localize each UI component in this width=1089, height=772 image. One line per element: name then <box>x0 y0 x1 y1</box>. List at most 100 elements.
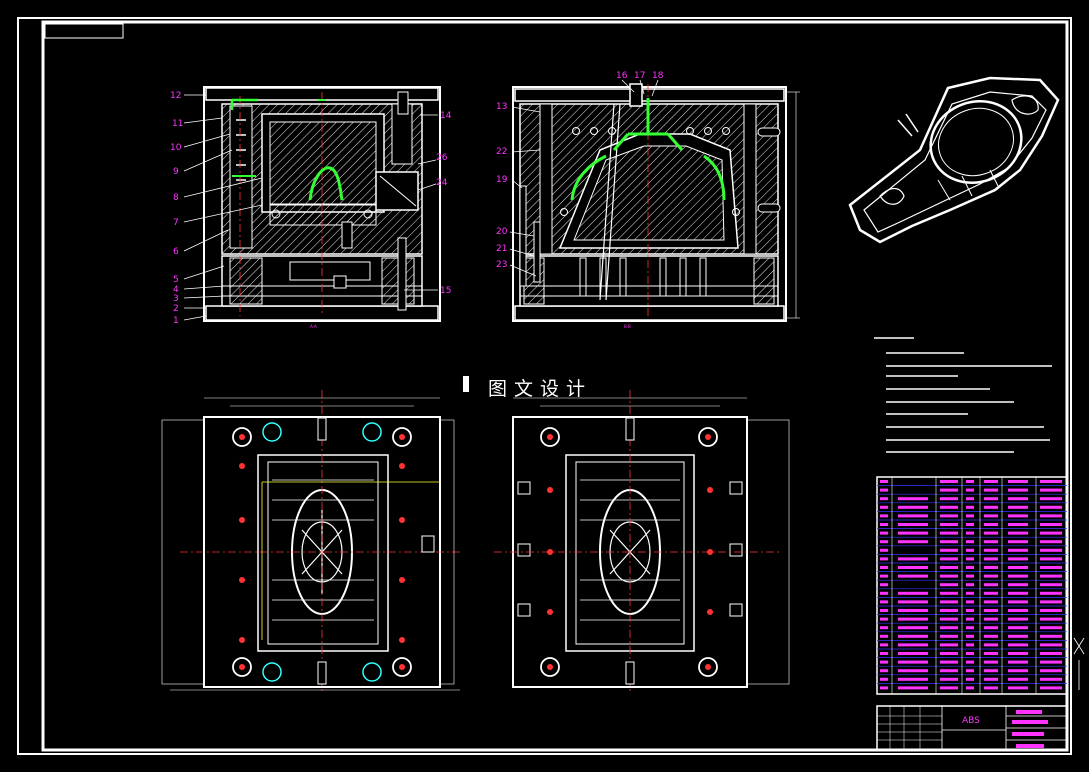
table-cell-glyph <box>898 660 928 664</box>
table-cell-glyph <box>940 480 958 483</box>
table-cell-glyph <box>984 643 998 647</box>
table-cell-glyph <box>966 557 974 561</box>
table-cell-glyph <box>1040 488 1062 492</box>
table-cell-glyph <box>898 600 928 604</box>
table-cell-glyph <box>1040 634 1062 638</box>
table-cell-glyph <box>880 677 888 681</box>
front-view-callouts <box>183 94 438 321</box>
table-cell-glyph <box>898 505 928 509</box>
table-cell-glyph <box>1040 574 1062 578</box>
table-cell-glyph <box>940 523 958 526</box>
table-cell-glyph <box>966 617 974 621</box>
callout-4: 4 <box>173 285 179 295</box>
table-cell-glyph <box>1040 514 1062 518</box>
callout-10: 10 <box>170 143 182 153</box>
table-cell-glyph <box>984 617 998 621</box>
table-cell-glyph <box>940 488 958 492</box>
table-cell-glyph <box>940 583 958 587</box>
plan-view-left <box>161 390 460 692</box>
table-cell-glyph <box>940 514 958 518</box>
table-cell-glyph <box>880 591 888 595</box>
table-cell-glyph <box>940 566 958 569</box>
callout-11: 11 <box>172 119 183 129</box>
table-cell-glyph <box>898 574 928 578</box>
table-cell-glyph <box>1008 686 1028 690</box>
table-cell-glyph <box>1008 677 1028 681</box>
table-cell-glyph <box>984 531 998 535</box>
table-cell-glyph <box>984 557 998 561</box>
table-cell-glyph <box>940 660 958 664</box>
table-cell-glyph <box>1008 514 1028 518</box>
table-cell-glyph <box>966 591 974 595</box>
table-cell-glyph <box>880 583 888 587</box>
table-cell-glyph <box>898 626 928 630</box>
table-cell-glyph <box>880 617 888 621</box>
table-cell-glyph <box>940 548 958 552</box>
table-cell-glyph <box>940 497 958 501</box>
table-cell-glyph <box>898 591 928 595</box>
table-cell-glyph <box>1040 669 1062 673</box>
table-cell-glyph <box>880 557 888 561</box>
table-cell-glyph <box>898 531 928 535</box>
table-cell-glyph <box>1008 626 1028 630</box>
table-cell-glyph <box>940 652 958 655</box>
side-view-callout-labels: 16 17 18 13 22 19 20 21 23 <box>496 71 664 270</box>
table-cell-glyph <box>1040 583 1062 587</box>
watermark-text: 图文设计 <box>488 378 593 400</box>
callout-3: 3 <box>173 294 179 304</box>
table-cell-glyph <box>940 677 958 681</box>
table-cell-glyph <box>984 669 998 673</box>
table-cell-glyph <box>966 634 974 638</box>
table-cell-glyph <box>898 514 928 518</box>
table-cell-glyph <box>940 505 958 509</box>
table-cell-glyph <box>1040 617 1062 621</box>
table-cell-glyph <box>1008 652 1028 655</box>
table-cell-glyph <box>898 557 928 561</box>
table-cell-glyph <box>984 626 998 630</box>
table-cell-glyph <box>966 660 974 664</box>
table-cell-glyph <box>984 600 998 604</box>
callout-12: 12 <box>170 91 181 101</box>
callout-20: 20 <box>496 227 508 237</box>
table-cell-glyph <box>940 609 958 612</box>
table-cell-glyph <box>966 609 974 612</box>
table-cell-glyph <box>966 548 974 552</box>
table-cell-glyph <box>898 677 928 681</box>
table-cell-glyph <box>898 634 928 638</box>
table-cell-glyph <box>940 617 958 621</box>
table-cell-glyph <box>880 514 888 518</box>
table-cell-glyph <box>984 497 998 501</box>
table-cell-glyph <box>984 480 998 483</box>
table-cell-glyph <box>940 540 958 544</box>
table-cell-glyph <box>984 574 998 578</box>
callout-26: 26 <box>436 153 448 163</box>
table-cell-glyph <box>1040 505 1062 509</box>
table-cell-glyph <box>966 643 974 647</box>
table-cell-glyph <box>1008 557 1028 561</box>
table-cell-glyph <box>1008 488 1028 492</box>
table-cell-glyph <box>1008 617 1028 621</box>
table-cell-glyph <box>984 566 998 569</box>
table-cell-glyph <box>966 686 974 690</box>
table-cell-glyph <box>984 634 998 638</box>
table-cell-glyph <box>898 643 928 647</box>
table-cell-glyph <box>966 523 974 526</box>
table-cell-glyph <box>966 505 974 509</box>
table-cell-glyph <box>898 566 928 569</box>
table-cell-glyph <box>940 591 958 595</box>
callout-8: 8 <box>173 193 179 203</box>
watermark-mark <box>463 376 469 392</box>
table-cell-glyph <box>880 660 888 664</box>
table-cell-glyph <box>880 480 888 483</box>
table-cell-glyph <box>940 643 958 647</box>
table-cell-glyph <box>984 686 998 690</box>
margin-marks <box>1073 637 1085 690</box>
table-cell-glyph <box>966 600 974 604</box>
table-cell-glyph <box>880 686 888 690</box>
table-cell-glyph <box>1008 600 1028 604</box>
callout-24: 24 <box>436 178 448 188</box>
table-cell-glyph <box>1008 634 1028 638</box>
table-cell-glyph <box>880 669 888 673</box>
table-cell-glyph <box>1008 609 1028 612</box>
